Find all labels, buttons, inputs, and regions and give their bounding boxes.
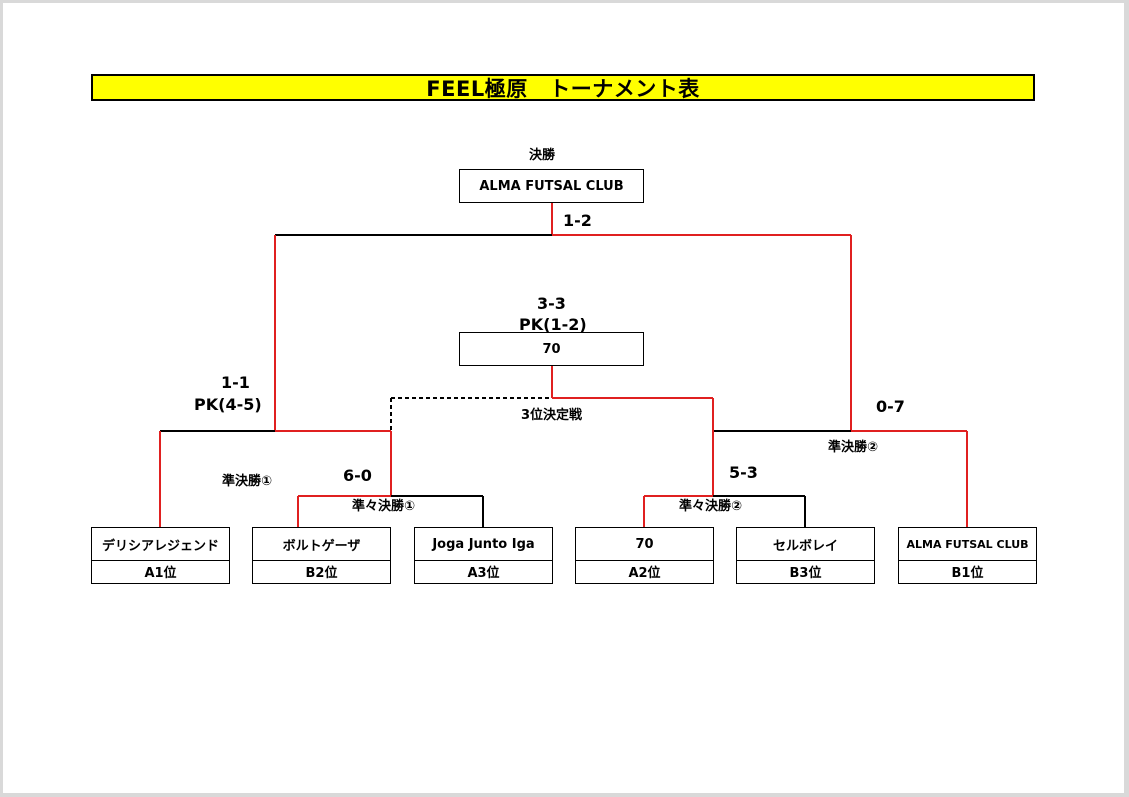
team-rank: A3位	[467, 566, 500, 581]
final-winner-box: ALMA FUTSAL CLUB	[459, 169, 644, 203]
quarterfinal-2-label: 準々決勝②	[679, 499, 743, 514]
team-name: ボルトゲーザ	[253, 528, 390, 561]
team-card-3: Joga Junto Iga A3位	[414, 527, 553, 584]
quarterfinal-1-label: 準々決勝①	[352, 499, 416, 514]
semifinal-2-score: 0-7	[876, 397, 905, 416]
team-rank: B1位	[951, 566, 984, 581]
semifinal-2-label: 準決勝②	[828, 440, 879, 455]
team-name: Joga Junto Iga	[415, 528, 552, 561]
team-name: ALMA FUTSAL CLUB	[899, 528, 1036, 561]
team-card-4: 70 A2位	[575, 527, 714, 584]
third-place-winner-box: 70	[459, 332, 644, 366]
team-card-2: ボルトゲーザ B2位	[252, 527, 391, 584]
team-card-5: セルボレイ B3位	[736, 527, 875, 584]
semifinal-1-score: 1-1	[221, 373, 250, 392]
team-card-6: ALMA FUTSAL CLUB B1位	[898, 527, 1037, 584]
third-place-score: 3-3	[537, 294, 566, 313]
team-card-1: デリシアレジェンド A1位	[91, 527, 230, 584]
final-score: 1-2	[563, 211, 592, 230]
third-place-pk: PK(1-2)	[519, 315, 587, 334]
semifinal-1-label: 準決勝①	[222, 474, 273, 489]
team-name: 70	[576, 528, 713, 561]
team-rank: B2位	[305, 566, 338, 581]
team-name: デリシアレジェンド	[92, 528, 229, 561]
third-place-label: 3位決定戦	[521, 408, 583, 423]
team-rank: B3位	[789, 566, 822, 581]
quarterfinal-1-score: 6-0	[343, 466, 372, 485]
semifinal-1-pk: PK(4-5)	[194, 395, 262, 414]
team-name: セルボレイ	[737, 528, 874, 561]
quarterfinal-2-score: 5-3	[729, 463, 758, 482]
team-rank: A1位	[144, 566, 177, 581]
team-rank: A2位	[628, 566, 661, 581]
tournament-title: FEEL極原 トーナメント表	[91, 74, 1035, 101]
final-label: 決勝	[529, 148, 556, 163]
